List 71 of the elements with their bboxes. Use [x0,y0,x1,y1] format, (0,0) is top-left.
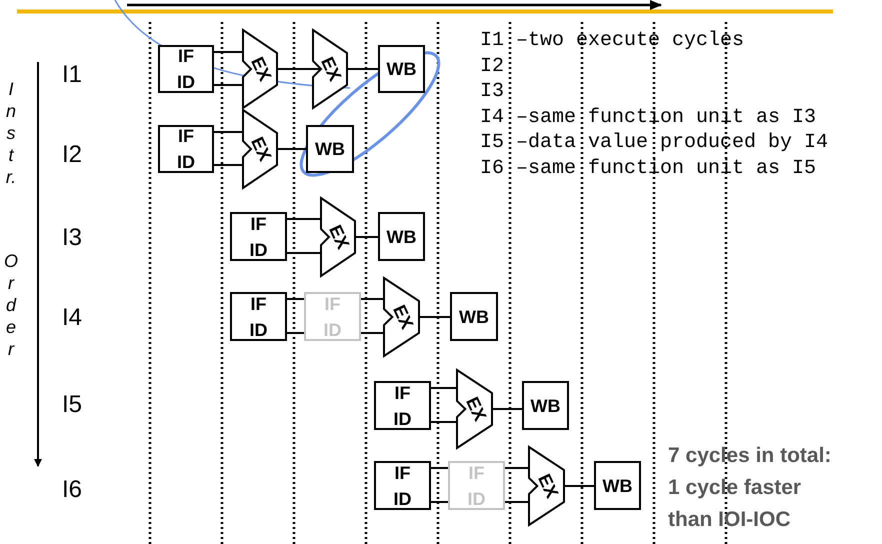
stage-box [158,45,214,93]
stage-label: IF ID [177,125,195,174]
row-label: I3 [62,223,82,253]
stage-label: EX [389,302,416,332]
stage-label: IF ID [394,382,412,430]
stage-label: EX [534,471,561,501]
connector-line [361,332,383,334]
row-label: I1 [62,60,82,90]
stage-label: IF ID [394,462,412,510]
axis-title: Instr. [4,78,18,188]
connector-line [431,421,456,423]
stage-label: WB [315,138,345,161]
stalled-stage-box [304,292,361,341]
note-text: I1 –two execute cycles [480,28,744,53]
note-text: I5 –data value produced by I4 [480,130,828,155]
connector-line [214,84,242,86]
connector-line [214,131,242,133]
connector-line [505,467,528,469]
stage-label: WB [386,58,416,81]
stage-label: IF ID [468,462,486,510]
stage-box [374,461,431,510]
stage-label: IF ID [324,292,342,342]
connector-line [361,298,383,300]
connector-line [420,316,450,318]
stage-label: EX [318,54,344,84]
stage-box [230,212,287,261]
axis-title: Order [3,250,19,360]
connector-line [287,252,320,254]
stage-label: IF ID [177,45,195,94]
stage-label: WB [459,306,489,328]
connector-line [565,485,594,487]
stage-box [378,212,425,261]
stage-box [378,45,425,93]
connector-line [505,501,528,503]
stage-box [374,381,431,430]
stage-box [158,125,214,173]
stage-box [230,292,287,341]
connector-line [431,387,456,389]
row-label: I2 [62,140,82,170]
connector-line [214,164,242,166]
summary-note: 7 cycles in total: 1 cycle faster than IOI-IOC [668,443,832,533]
connector-line [278,148,306,150]
stage-label: EX [248,54,274,84]
stage-label: WB [602,474,632,498]
connector-line [356,236,378,238]
connector-line [287,298,304,300]
connector-line [431,467,448,469]
connector-line [493,408,522,410]
stage-label: IF ID [250,292,268,342]
row-label: I5 [62,390,82,420]
stage-label: EX [248,134,274,164]
connector-line [278,68,321,70]
note-text: I2 [480,54,504,78]
stage-label: WB [530,394,560,418]
stage-box [306,125,354,173]
stage-label: WB [386,226,416,248]
stage-label: EX [462,394,489,424]
stage-label: IF ID [250,212,268,262]
note-text: I3 [480,79,504,104]
connector-line [431,501,448,503]
row-label: I4 [62,303,82,333]
connector-line [348,68,378,70]
connector-line [287,218,320,220]
connector-line [214,51,242,53]
connector-line [287,332,304,334]
stage-box [594,461,641,510]
stage-box [450,292,498,341]
stalled-stage-box [448,461,505,510]
stage-label: EX [326,222,352,252]
stage-box [522,381,569,430]
row-label: I6 [62,475,82,505]
